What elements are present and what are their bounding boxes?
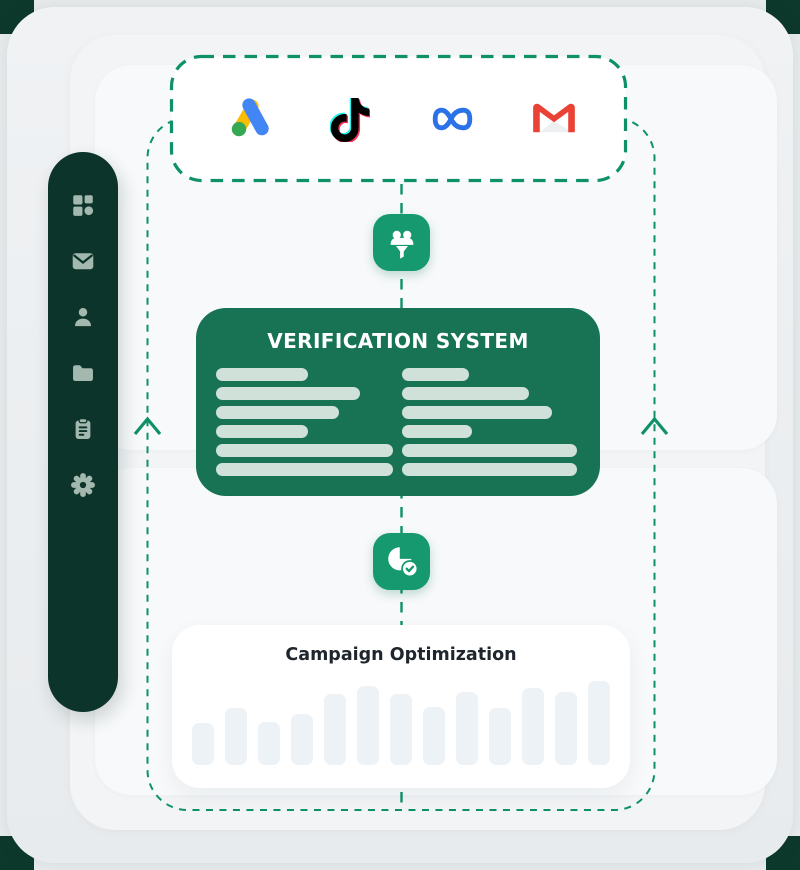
mail-icon — [72, 253, 94, 270]
chart-bar — [456, 692, 478, 765]
placeholder-text-bar — [402, 425, 472, 438]
placeholder-text-bar — [402, 463, 577, 476]
chart-bar — [522, 688, 544, 765]
chart-bar — [192, 723, 214, 765]
chart-bar — [258, 722, 280, 765]
chart-bar — [489, 708, 511, 765]
tiktok-logo — [330, 98, 370, 142]
campaign-title: Campaign Optimization — [285, 645, 517, 665]
placeholder-text-bar — [402, 444, 577, 457]
dashboard-grid-icon — [73, 195, 94, 216]
verification-title: VERIFICATION SYSTEM — [267, 329, 529, 353]
placeholder-text-bar — [402, 406, 552, 419]
campaign-bar-chart — [192, 681, 610, 765]
campaign-optimization-card: Campaign Optimization — [172, 625, 630, 788]
chart-bar — [225, 708, 247, 765]
audience-funnel-icon — [390, 230, 413, 259]
verification-bars-right — [402, 368, 580, 476]
sidebar-item-folder[interactable] — [70, 360, 96, 386]
placeholder-text-bar — [216, 444, 393, 457]
sidebar-item-settings[interactable] — [70, 472, 96, 498]
placeholder-text-bar — [216, 406, 339, 419]
schedule-step — [373, 533, 430, 590]
chart-bar — [291, 714, 313, 765]
sidebar-item-mail[interactable] — [70, 248, 96, 274]
gmail-logo — [531, 100, 577, 136]
chart-bar — [555, 692, 577, 765]
verification-system-card: VERIFICATION SYSTEM — [196, 308, 600, 496]
chart-bar — [324, 694, 346, 765]
chart-bar — [390, 694, 412, 765]
sidebar-item-clipboard[interactable] — [70, 416, 96, 442]
folder-icon — [73, 365, 93, 382]
clipboard-icon — [75, 417, 91, 439]
chart-bar — [423, 707, 445, 765]
sidebar-item-dashboard[interactable] — [70, 192, 96, 218]
placeholder-text-bar — [402, 387, 529, 400]
placeholder-text-bar — [216, 463, 393, 476]
audience-funnel-step — [373, 214, 430, 271]
gear-icon — [71, 473, 95, 497]
clock-check-icon — [387, 545, 418, 577]
verification-placeholder-columns — [196, 354, 600, 476]
meta-logo — [430, 104, 475, 134]
verification-bars-left — [216, 368, 394, 476]
placeholder-text-bar — [216, 425, 308, 438]
chart-bar — [588, 681, 610, 765]
placeholder-text-bar — [402, 368, 469, 381]
placeholder-text-bar — [216, 387, 360, 400]
user-icon — [74, 308, 92, 327]
sidebar-item-user[interactable] — [70, 304, 96, 330]
placeholder-text-bar — [216, 368, 308, 381]
google-ads-logo — [227, 96, 273, 142]
sidebar — [48, 152, 118, 712]
chart-bar — [357, 686, 379, 765]
